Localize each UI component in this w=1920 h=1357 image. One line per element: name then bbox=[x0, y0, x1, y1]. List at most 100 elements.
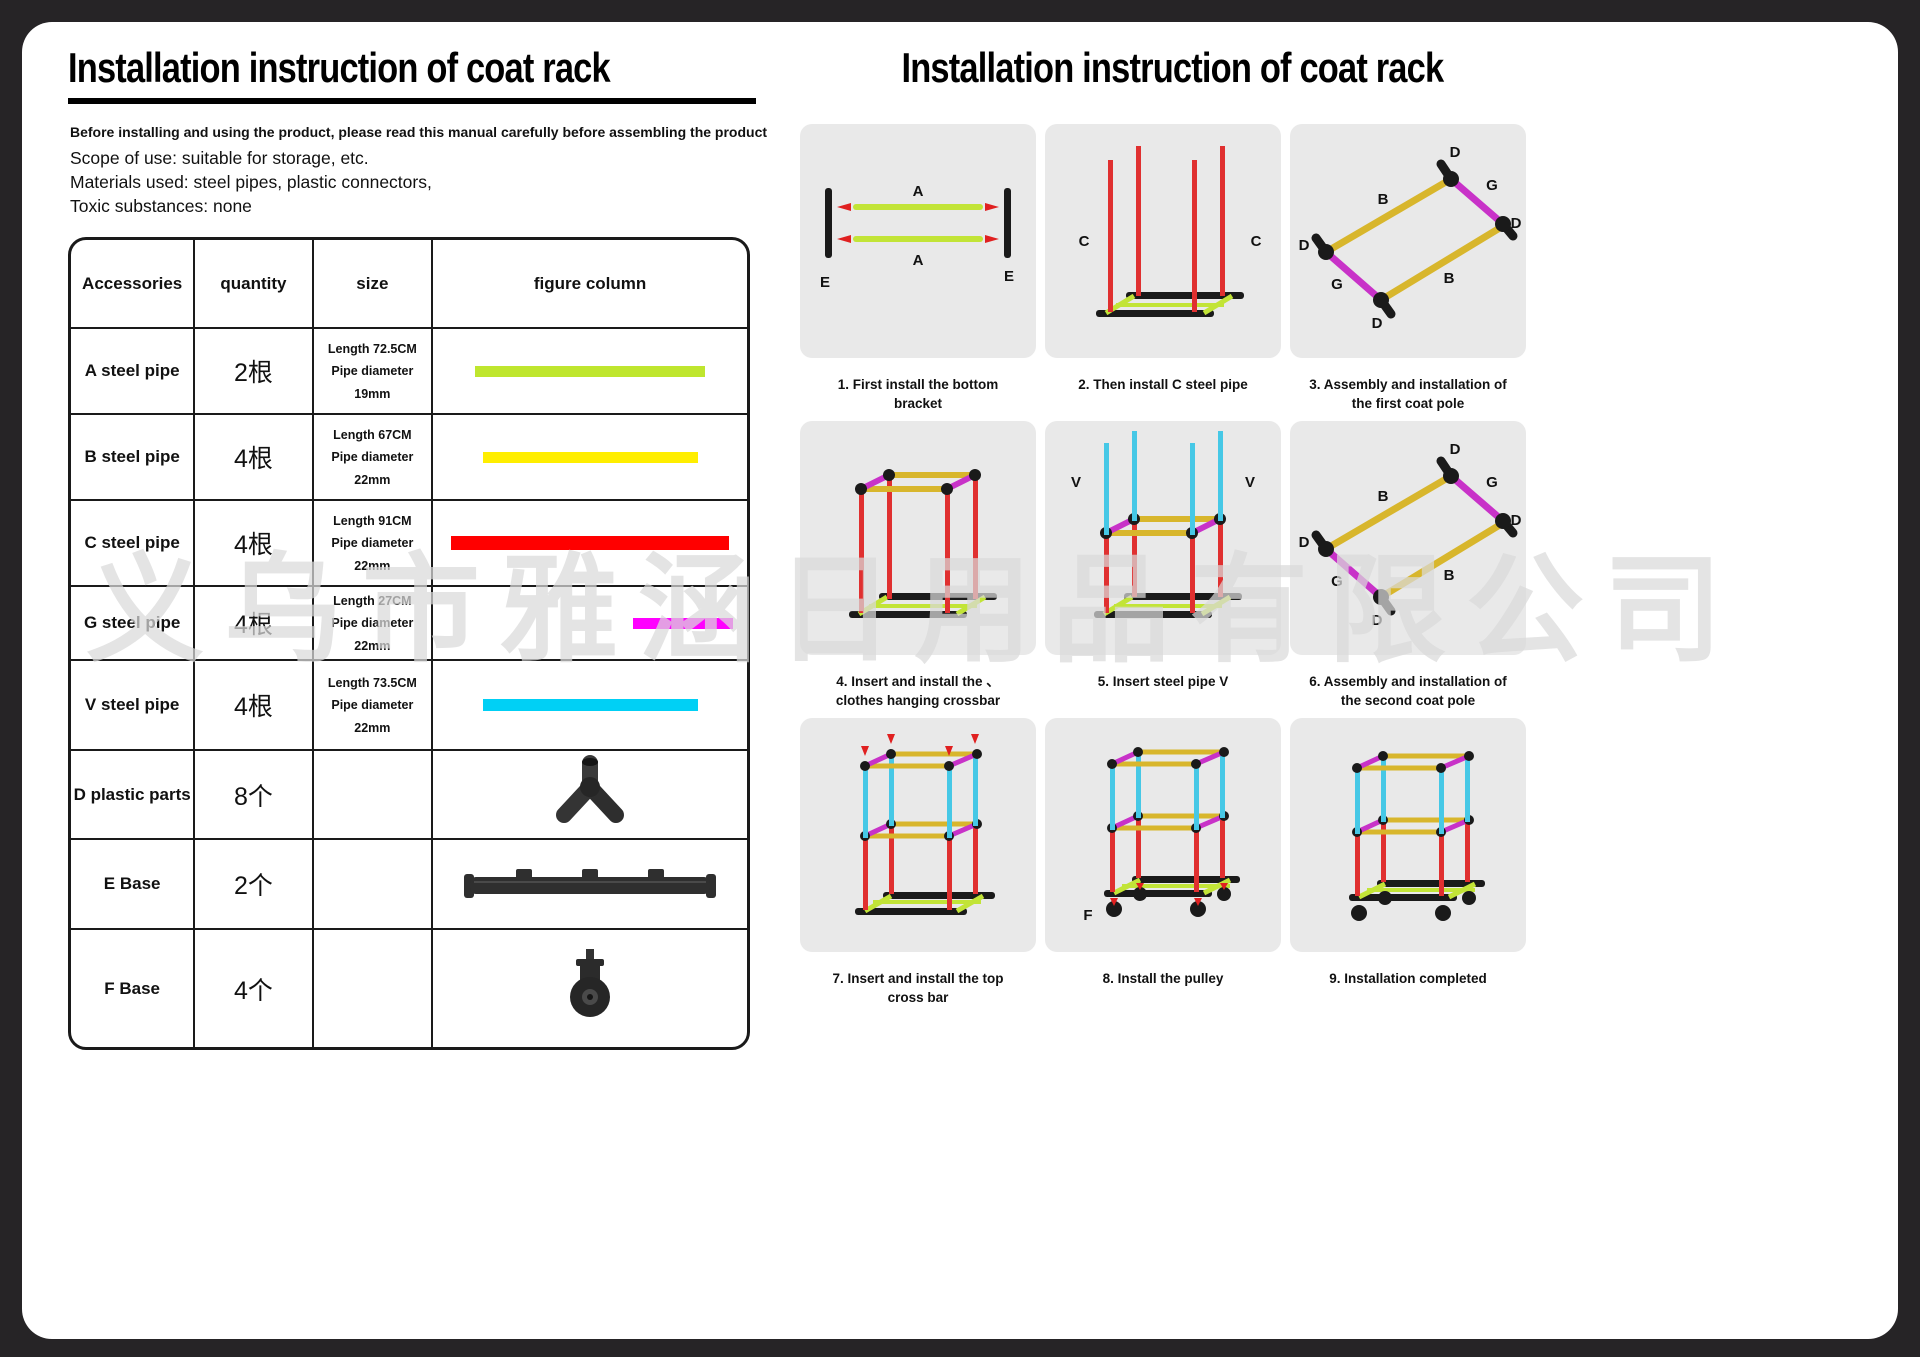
intro-warning-text: Before installing and using the product,… bbox=[70, 124, 768, 141]
table-row: B steel pipe 4根 Length 67CM Pipe diamete… bbox=[71, 413, 747, 502]
step-1-diagram: A A E E bbox=[820, 183, 1014, 291]
size-diameter: Pipe diameter 22mm bbox=[331, 536, 414, 573]
left-page: Installation instruction of coat rack Be… bbox=[68, 44, 780, 1051]
step-4-caption: 4. Insert and install the 、 clothes hang… bbox=[835, 674, 1001, 708]
diagram-label: G bbox=[1486, 177, 1498, 194]
step-3-diagram: D B G D D G B D bbox=[1299, 144, 1522, 332]
part-name: D plastic parts bbox=[71, 749, 196, 841]
diagram-label: C bbox=[1079, 233, 1090, 250]
right-page-title-wrap: Installation instruction of coat rack bbox=[800, 44, 1544, 92]
step-9-caption: 9. Installation completed bbox=[1329, 971, 1487, 987]
right-page: Installation instruction of coat rack bbox=[800, 44, 1544, 1015]
part-figure bbox=[431, 838, 747, 931]
part-name: F Base bbox=[71, 928, 196, 1048]
table-row: C steel pipe 4根 Length 91CM Pipe diamete… bbox=[71, 499, 747, 588]
manual-sheet: Installation instruction of coat rack Be… bbox=[22, 22, 1898, 1339]
step-8-panel: F bbox=[1045, 718, 1281, 953]
table-row: G steel pipe 4根 Length 27CM Pipe diamete… bbox=[71, 585, 747, 662]
step-8: F 8. Install the pulley bbox=[1045, 718, 1281, 1015]
red-bar-icon bbox=[451, 536, 730, 551]
size-length: Length 73.5CM bbox=[327, 675, 417, 690]
step-1-panel: A A E E bbox=[800, 124, 1036, 359]
title-underline bbox=[68, 98, 756, 105]
part-size: Length 73.5CM Pipe diameter 22mm bbox=[311, 659, 434, 752]
step-5-panel: V V bbox=[1045, 421, 1281, 656]
diagram-label: B bbox=[1444, 567, 1455, 584]
yellow-green-bar-icon bbox=[475, 365, 706, 377]
step-1: A A E E 1. First install the bottom brac… bbox=[800, 124, 1036, 421]
step-6-caption: 6. Assembly and installation of the seco… bbox=[1309, 674, 1507, 708]
header-accessories: Accessories bbox=[71, 240, 196, 330]
part-size: Length 67CM Pipe diameter 22mm bbox=[311, 413, 434, 502]
diagram-label: B bbox=[1378, 488, 1389, 505]
table-row: D plastic parts 8个 bbox=[71, 749, 747, 841]
part-name: B steel pipe bbox=[71, 413, 196, 502]
part-name: E Base bbox=[71, 838, 196, 931]
step-3: D B G D D G B D 3. Assembly and installa… bbox=[1290, 124, 1526, 421]
step-7-caption: 7. Insert and install the top cross bar bbox=[832, 971, 1004, 1005]
size-diameter: Pipe diameter 19mm bbox=[331, 364, 414, 401]
left-page-title: Installation instruction of coat rack bbox=[68, 44, 611, 91]
table-row: V steel pipe 4根 Length 73.5CM Pipe diame… bbox=[71, 659, 747, 752]
diagram-label: V bbox=[1071, 474, 1081, 491]
step-7-panel bbox=[800, 718, 1036, 953]
size-length: Length 91CM bbox=[333, 513, 412, 528]
steps-grid: A A E E 1. First install the bottom brac… bbox=[800, 124, 1544, 1015]
part-name: G steel pipe bbox=[71, 585, 196, 662]
step-9: 9. Installation completed bbox=[1290, 718, 1526, 1015]
diagram-label: B bbox=[1378, 191, 1389, 208]
part-figure bbox=[431, 327, 747, 416]
diagram-label: G bbox=[1331, 276, 1343, 293]
step-6: D B G D D G B D 6. Assembly and installa… bbox=[1290, 421, 1526, 718]
base-bar-icon bbox=[464, 868, 717, 898]
part-quantity: 4根 bbox=[193, 499, 314, 588]
part-figure bbox=[431, 413, 747, 502]
header-figure-column: figure column bbox=[431, 240, 747, 330]
table-row: E Base 2个 bbox=[71, 838, 747, 931]
step-1-caption: 1. First install the bottom bracket bbox=[837, 377, 999, 411]
step-2-diagram: C C bbox=[1079, 146, 1262, 318]
part-quantity: 4根 bbox=[193, 413, 314, 502]
table-row: F Base 4个 bbox=[71, 928, 747, 1048]
header-quantity: quantity bbox=[193, 240, 314, 330]
table-header-row: Accessories quantity size figure column bbox=[71, 240, 747, 330]
step-9-panel bbox=[1290, 718, 1526, 953]
diagram-label: G bbox=[1486, 474, 1498, 491]
part-name: A steel pipe bbox=[71, 327, 196, 416]
part-figure bbox=[431, 585, 747, 662]
step-7-diagram bbox=[855, 734, 995, 916]
diagram-label: D bbox=[1372, 612, 1383, 629]
intro-toxic-text: Toxic substances: none bbox=[70, 196, 252, 217]
step-5: V V 5. Insert steel pipe V bbox=[1045, 421, 1281, 718]
step-2-panel: C C bbox=[1045, 124, 1281, 359]
diagram-label: D bbox=[1511, 512, 1522, 529]
step-3-caption: 3. Assembly and installation of the firs… bbox=[1309, 377, 1507, 411]
size-length: Length 67CM bbox=[333, 427, 412, 442]
diagram-label: B bbox=[1444, 270, 1455, 287]
part-size: Length 72.5CM Pipe diameter 19mm bbox=[311, 327, 434, 416]
part-quantity: 4根 bbox=[193, 585, 314, 662]
size-diameter: Pipe diameter 22mm bbox=[331, 616, 414, 653]
step-8-caption: 8. Install the pulley bbox=[1102, 971, 1224, 987]
step-3-panel: D B G D D G B D bbox=[1290, 124, 1526, 359]
part-figure bbox=[431, 928, 747, 1048]
step-9-diagram bbox=[1349, 751, 1485, 922]
part-figure bbox=[431, 659, 747, 752]
intro-scope-text: Scope of use: suitable for storage, etc. bbox=[70, 148, 369, 169]
diagram-label: A bbox=[913, 252, 924, 269]
step-2: C C 2. Then install C steel pipe bbox=[1045, 124, 1281, 421]
diagram-label: G bbox=[1331, 573, 1343, 590]
part-name: V steel pipe bbox=[71, 659, 196, 752]
diagram-label: D bbox=[1372, 315, 1383, 332]
diagram-label: D bbox=[1450, 144, 1461, 161]
part-size bbox=[311, 928, 434, 1048]
header-size: size bbox=[311, 240, 434, 330]
caster-wheel-icon bbox=[570, 949, 611, 1018]
part-quantity: 2个 bbox=[193, 838, 314, 931]
diagram-label: A bbox=[913, 183, 924, 200]
step-4-panel bbox=[800, 421, 1036, 656]
diagram-label: E bbox=[820, 274, 830, 291]
step-6-panel: D B G D D G B D bbox=[1290, 421, 1526, 656]
part-name: C steel pipe bbox=[71, 499, 196, 588]
step-4: 4. Insert and install the 、 clothes hang… bbox=[800, 421, 1036, 718]
